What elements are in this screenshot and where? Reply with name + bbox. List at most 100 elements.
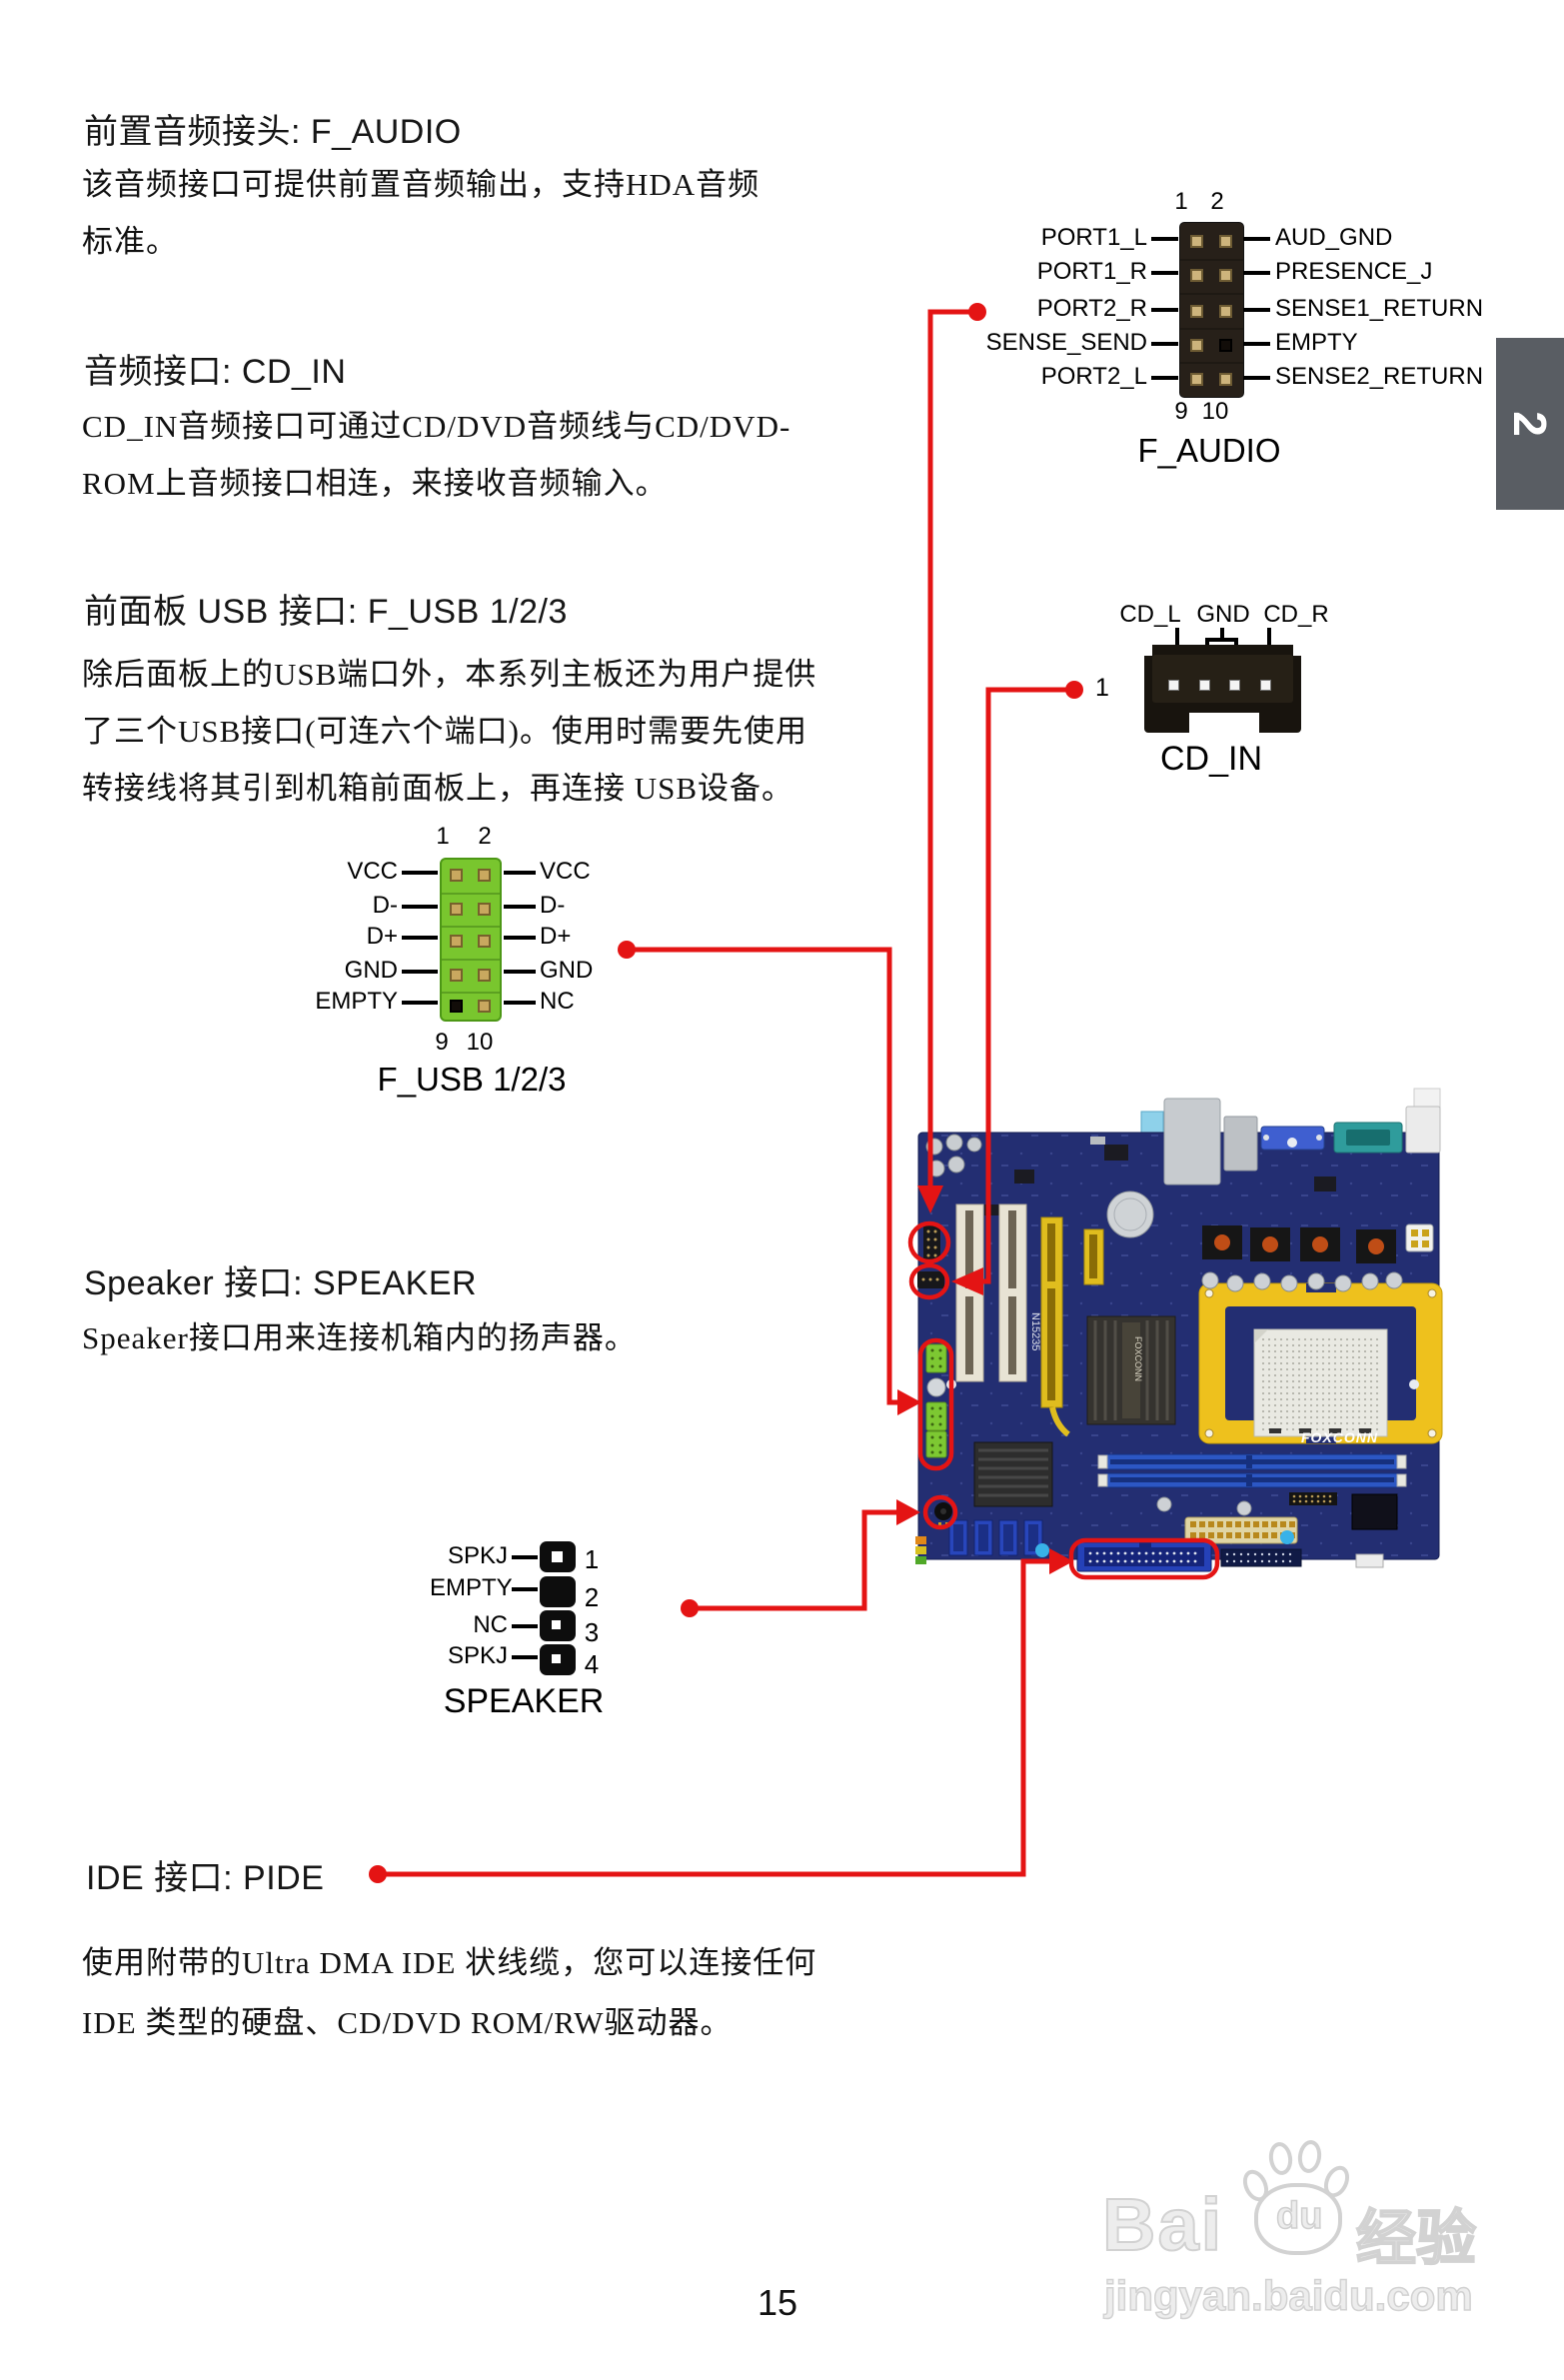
io-usb-stack (1223, 1116, 1258, 1172)
floppy-connector (1220, 1548, 1302, 1567)
section-body-pide: 使用附带的Ultra DMA IDE 状线缆，您可以连接任何 IDE 类型的硬盘… (82, 1933, 816, 2053)
motherboard-photo: N15235 FOXCONN (915, 1088, 1443, 1572)
annotation-dot (369, 1865, 387, 1883)
pin-number: 10 (1201, 398, 1229, 425)
atx12v-connector (1405, 1223, 1434, 1252)
io-ps2-usb-shield (1163, 1098, 1221, 1186)
pin-label: NC (473, 1611, 508, 1638)
f-usb-pinout-diagram: 1 2 VCC D- D+ GND EMPTY VCC D- D+ GND (280, 815, 710, 1115)
southbridge-heatsink (973, 1441, 1053, 1507)
watermark-brand-cjk: 经验 (1355, 2204, 1477, 2273)
pin-label: VCC (540, 858, 591, 885)
cpu-socket (1198, 1282, 1443, 1444)
body-line: ROM上音频接口相连，来接收音频输入。 (82, 466, 668, 501)
pin-label: SENSE2_RETURN (1275, 363, 1484, 390)
pin-number: 1 (1174, 188, 1188, 215)
section-heading-speaker: Speaker 接口: SPEAKER (84, 1264, 478, 1302)
vrm-capacitors (1201, 1271, 1403, 1292)
section-heading-pide: IDE 接口: PIDE (86, 1859, 325, 1897)
silkscreen-text: N15235 (1029, 1312, 1041, 1351)
pin-number: 9 (435, 1029, 449, 1056)
dimm-slots (1097, 1453, 1407, 1488)
f-audio-pinout-diagram: 1 2 PORT1_L PORT1_R PORT2_R SENSE_SEND P… (949, 185, 1519, 485)
pin-label: VCC (347, 858, 398, 885)
f-usb-header-graphic (440, 858, 502, 1022)
section-heading-f-usb: 前面板 USB 接口: F_USB 1/2/3 (84, 593, 568, 631)
watermark-url: jingyan.baidu.com (1103, 2271, 1473, 2320)
diagram-title: F_USB 1/2/3 (377, 1061, 567, 1098)
atx24-power-connector (1184, 1516, 1298, 1544)
body-line: 了三个USB接口(可连六个端口)。使用时需要先使用 (82, 714, 807, 749)
pin-label: PORT1_R (1036, 258, 1147, 285)
solid-capacitor (1280, 1530, 1294, 1544)
cd-in-connector-graphic (1144, 645, 1301, 733)
body-line: Speaker接口用来连接机箱内的扬声器。 (82, 1320, 637, 1355)
pcie-x1-slot (1083, 1228, 1104, 1285)
crystal (1090, 1137, 1105, 1145)
sys-fan-header (1355, 1553, 1384, 1568)
pin-label: PORT2_L (1040, 363, 1147, 390)
pin-label: EMPTY (315, 988, 398, 1015)
pin-number: 2 (478, 823, 492, 850)
baidu-paw-icon: du (1238, 2138, 1354, 2259)
board-f-audio-header (923, 1225, 940, 1261)
pin-label: EMPTY (1275, 329, 1358, 356)
section-body-speaker: Speaker接口用来连接机箱内的扬声器。 (82, 1309, 637, 1366)
f-audio-header-graphic (1179, 222, 1244, 398)
board-cd-in-header (917, 1271, 944, 1288)
front-panel-jumpers (915, 1536, 926, 1564)
pin (552, 1551, 563, 1562)
pin-label: GND (344, 957, 398, 984)
section-heading-cd-in: 音频接口: CD_IN (84, 353, 347, 391)
page-number: 15 (757, 2282, 798, 2323)
pin-label: NC (540, 988, 575, 1015)
pin-label: PRESENCE_J (1275, 258, 1433, 285)
pin-label: SPKJ (447, 1642, 508, 1669)
pin1-marker: 1 (1095, 674, 1109, 702)
vrm-chokes (1202, 1225, 1396, 1263)
brand-logo: FOXCONN (1301, 1429, 1378, 1445)
pin-number: 1 (436, 823, 450, 850)
annotation-dot (1065, 681, 1083, 699)
chipset-heatsink: FOXCONN (1086, 1315, 1176, 1425)
pin-label: AUD_GND (1275, 224, 1393, 251)
empty-pin (450, 1000, 463, 1013)
pin-label: PORT1_L (1040, 224, 1147, 251)
section-body-cd-in: CD_IN音频接口可通过CD/DVD音频线与CD/DVD- ROM上音频接口相连… (82, 398, 790, 512)
section-body-f-audio: 该音频接口可提供前置音频输出，支持HDA音频 标准。 (82, 156, 760, 270)
pin-number: 2 (584, 1582, 600, 1612)
pin-label: EMPTY (430, 1574, 513, 1601)
section-heading-f-audio: 前置音频接头: F_AUDIO (84, 113, 462, 151)
pin-label: D+ (540, 923, 572, 950)
diagram-title: CD_IN (1159, 740, 1263, 778)
pin-number: 1 (584, 1544, 600, 1574)
empty-pin (1219, 339, 1232, 352)
annotation-line-speaker (690, 1509, 896, 1611)
pin-label: SENSE1_RETURN (1275, 295, 1484, 322)
pin-label: PORT2_R (1036, 295, 1147, 322)
io-controller-chip (1351, 1493, 1398, 1530)
section-body-f-usb: 除后面板上的USB端口外，本系列主板还为用户提供 了三个USB接口(可连六个端口… (82, 646, 816, 817)
speaker-diagram: SPKJ EMPTY NC SPKJ 1 2 3 4 SPEAKER (430, 1529, 710, 1729)
pin-label: CD_L (1119, 601, 1181, 628)
pin-number: 4 (584, 1649, 600, 1679)
watermark-brand-latin: Bai (1101, 2182, 1224, 2267)
body-line: 使用附带的Ultra DMA IDE 状线缆，您可以连接任何 (82, 1945, 817, 1980)
body-line: 标准。 (82, 224, 178, 259)
pin-label: SENSE_SEND (985, 329, 1147, 356)
cd-in-diagram: CD_L GND CD_R 1 CD_IN (1089, 598, 1369, 798)
ide-connector (1076, 1541, 1212, 1572)
baidu-jingyan-watermark: Bai du 经验 jingyan.baidu.com (1094, 2134, 1489, 2329)
pin-label: GND (540, 957, 594, 984)
body-line: 转接线将其引到机箱前面板上，再连接 USB设备。 (82, 771, 794, 806)
pin-number: 2 (1210, 188, 1224, 215)
diagram-title: F_AUDIO (1137, 432, 1281, 469)
body-line: CD_IN音频接口可通过CD/DVD音频线与CD/DVD- (82, 409, 791, 444)
body-line: 该音频接口可提供前置音频输出，支持HDA音频 (82, 167, 761, 202)
svg-text:FOXCONN: FOXCONN (1133, 1336, 1143, 1381)
pin-number: 9 (1174, 398, 1188, 425)
pin-label: CD_R (1263, 601, 1329, 628)
pin-label: GND (1196, 601, 1250, 628)
chapter-tab: 2 (1496, 338, 1564, 510)
